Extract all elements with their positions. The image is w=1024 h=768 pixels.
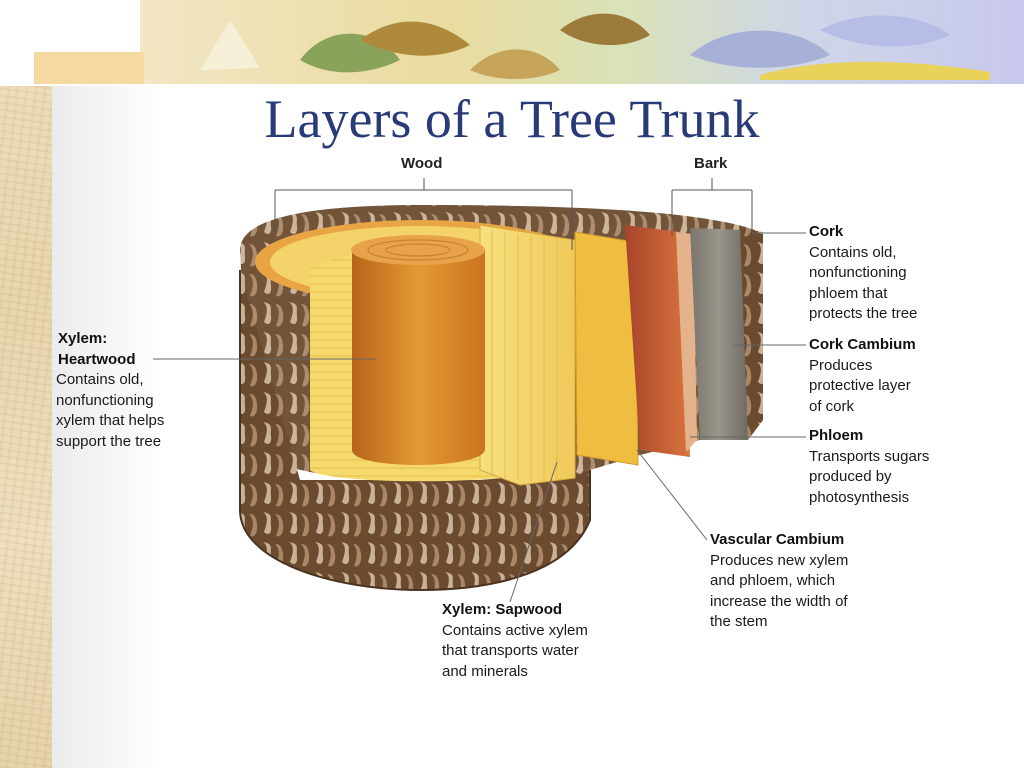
label-cork-description: Contains old, nonfunctioning phloem that… — [809, 243, 918, 323]
cork-cambium-sheet — [676, 232, 697, 452]
label-cork-cambium-description: Produces protective layer of cork — [809, 356, 911, 415]
wood-bracket — [274, 178, 573, 250]
heartwood-cylinder — [351, 235, 485, 465]
label-vascular-cambium-description: Produces new xylem and phloem, which inc… — [710, 551, 849, 631]
bark-bracket — [671, 178, 753, 236]
label-sapwood-name: Xylem: Sapwood — [442, 601, 563, 618]
page-title: Layers of a Tree Trunk — [264, 89, 760, 149]
wood-label: Wood — [401, 155, 443, 172]
label-vascular-cambium: Vascular Cambium Produces new xylem and … — [710, 530, 848, 633]
label-phloem: Phloem Transports sugars produced by pho… — [809, 426, 929, 508]
label-cork-cambium: Cork Cambium Produces protective layer o… — [809, 335, 916, 417]
paper-texture-strip — [0, 0, 52, 768]
label-cork: Cork Contains old, nonfunctioning phloem… — [809, 222, 917, 325]
label-sapwood-description: Contains active xylem that transports wa… — [442, 621, 588, 680]
decorative-leaf-banner — [0, 0, 1024, 86]
gradient-strip — [52, 0, 162, 768]
cork-sheet — [690, 228, 748, 440]
label-phloem-name: Phloem — [809, 427, 864, 444]
label-vascular-cambium-name: Vascular Cambium — [710, 531, 845, 548]
phloem-sheet — [625, 225, 690, 457]
label-heartwood: Xylem: Heartwood Contains old, nonfuncti… — [56, 329, 164, 452]
label-phloem-description: Transports sugars produced by photosynth… — [809, 447, 930, 506]
label-cork-name: Cork — [809, 223, 844, 240]
label-sapwood: Xylem: Sapwood Contains active xylem tha… — [442, 600, 588, 682]
bark-label: Bark — [694, 155, 728, 172]
outer-bark-base — [239, 270, 591, 592]
label-heartwood-name: Xylem: Heartwood — [58, 330, 136, 368]
label-heartwood-description: Contains old, nonfunctioning xylem that … — [56, 371, 165, 450]
vascular-cambium-sheet — [574, 231, 639, 466]
leader-lines — [153, 232, 806, 603]
label-cork-cambium-name: Cork Cambium — [809, 336, 916, 353]
